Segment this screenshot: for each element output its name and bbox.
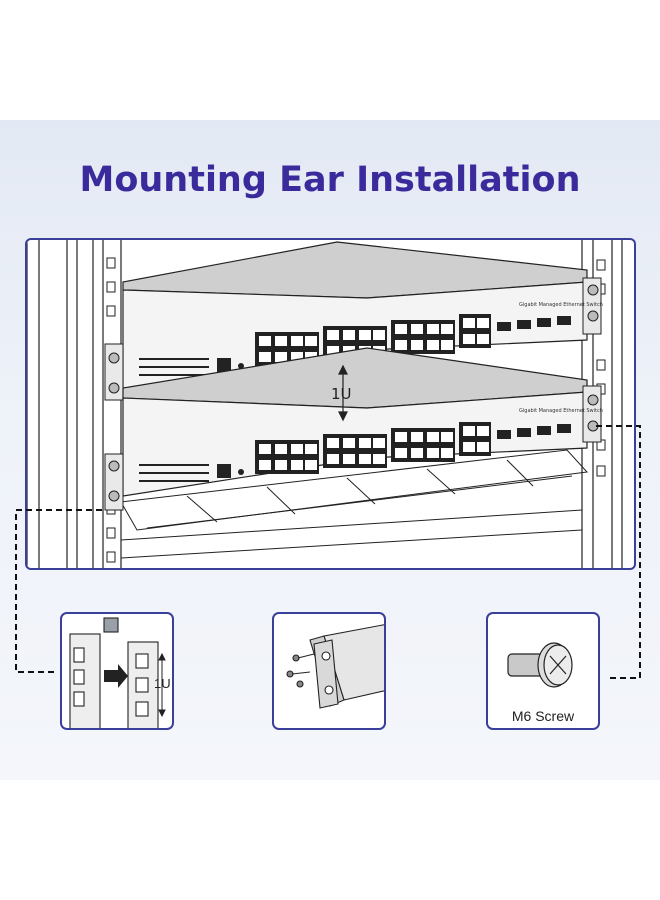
m6-screw-label: M6 Screw <box>511 708 575 724</box>
step-card-rack-rail: 1U <box>60 612 174 730</box>
rack-rail-cage-nut-icon <box>69 617 166 728</box>
step-card-m6-screw: M6 Screw <box>486 612 600 730</box>
mounting-ear-bracket-icon <box>286 624 384 709</box>
m6-screw-icon <box>507 642 573 688</box>
rack-unit-label: 1U <box>331 385 352 403</box>
switch-label-upper: Gigabit Managed Ethernet Switch <box>519 302 603 308</box>
card-rack-unit-label: 1U <box>154 676 171 691</box>
step-card-bracket <box>272 612 386 730</box>
switch-label-lower: Gigabit Managed Ethernet Switch <box>519 408 603 414</box>
rack-drawing: Gigabit Managed Ethernet Switch <box>27 240 623 568</box>
page-title: Mounting Ear Installation <box>79 160 581 200</box>
rack-illustration: Gigabit Managed Ethernet Switch <box>25 238 636 570</box>
